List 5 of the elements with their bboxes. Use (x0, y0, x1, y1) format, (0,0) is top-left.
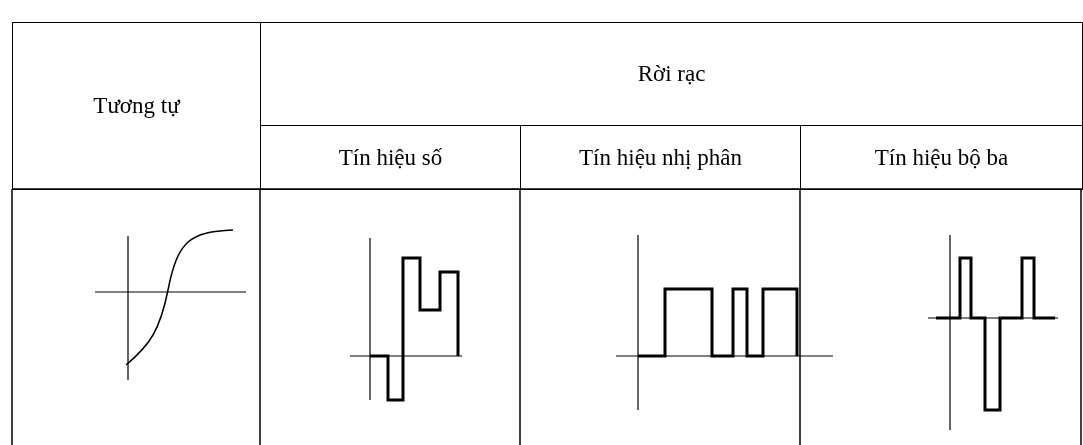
table-header: Tín hiệu bộ ba (874, 144, 1009, 171)
table-header: Tín hiệu số (338, 144, 443, 171)
table-header: Rời rạc (637, 61, 706, 87)
table-header: Tương tự (93, 93, 180, 119)
table-header: Tín hiệu nhị phân (579, 144, 742, 171)
